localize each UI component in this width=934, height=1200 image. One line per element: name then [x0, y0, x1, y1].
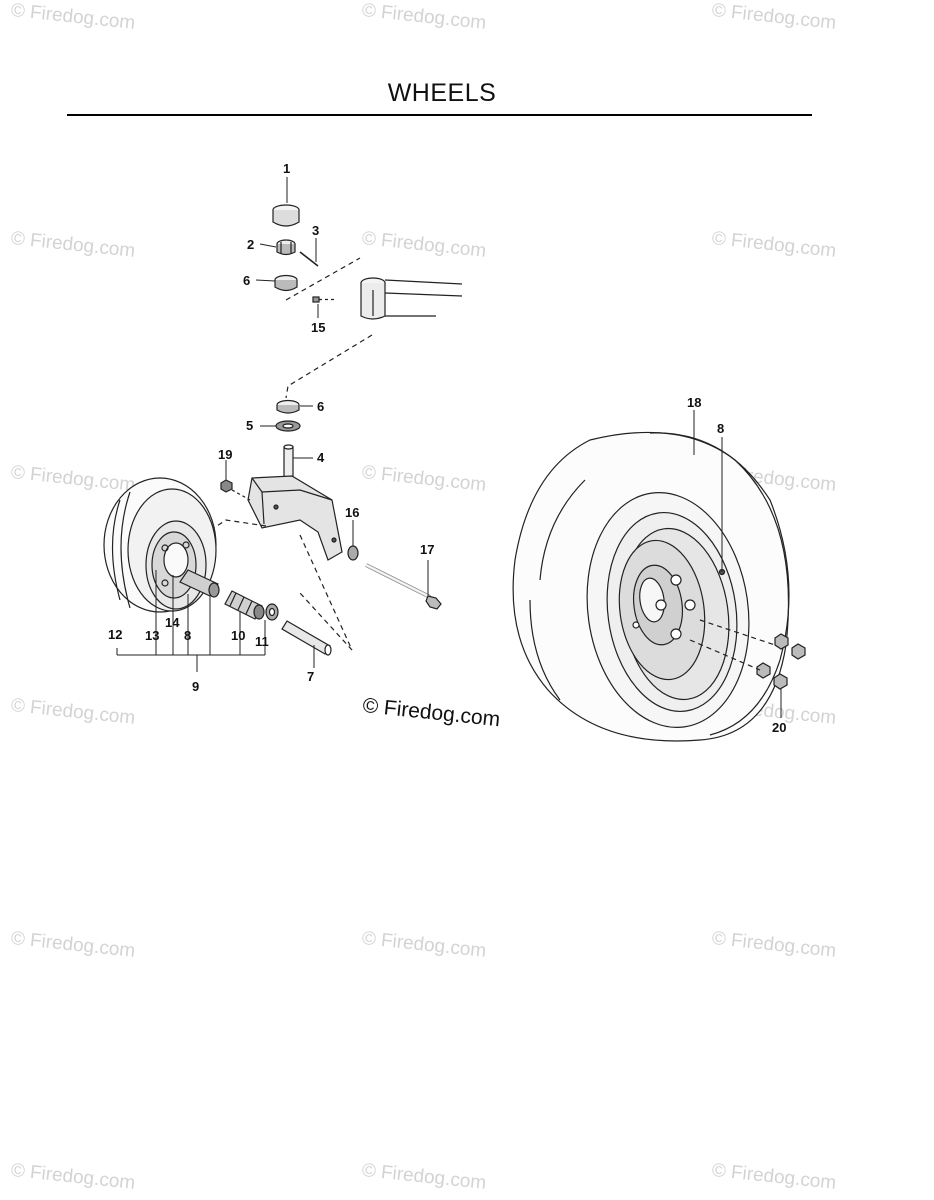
callout-6: 6 [317, 399, 325, 414]
frame-tube-part [360, 277, 463, 320]
lug-nut-part [756, 633, 806, 690]
callout-10: 10 [231, 628, 246, 643]
assembly-line [187, 519, 267, 546]
callout-15: 15 [311, 320, 326, 335]
grease-fitting-part [312, 296, 336, 303]
callout-9: 9 [192, 679, 200, 694]
callout-11: 11 [255, 634, 269, 649]
callout-16: 16 [345, 505, 360, 520]
bolt-part [365, 563, 442, 610]
castle-nut-part [276, 239, 296, 256]
bearing-part [274, 274, 298, 292]
washer-part [347, 545, 359, 561]
callout-13: 13 [145, 628, 160, 643]
cotter-pin-part [299, 251, 319, 267]
lock-nut-part [220, 479, 233, 493]
assembly-line [285, 334, 373, 399]
caster-fork-part [247, 475, 343, 561]
callout-5: 5 [246, 418, 254, 433]
callout-18: 18 [687, 395, 702, 410]
seal-part [275, 420, 301, 432]
callout-19: 19 [218, 447, 233, 462]
roller-bearing-part [224, 590, 265, 620]
callout-2: 2 [247, 237, 255, 252]
title-divider [67, 114, 812, 116]
callout-8: 8 [184, 628, 192, 643]
callout-17: 17 [420, 542, 435, 557]
assembly-line [299, 534, 353, 651]
bearing-part [276, 399, 300, 414]
callout-14: 14 [165, 615, 180, 630]
callout-8: 8 [717, 421, 725, 436]
assembly-line [699, 619, 776, 646]
callout-1: 1 [283, 161, 291, 176]
callout-20: 20 [772, 720, 787, 735]
callout-4: 4 [317, 450, 325, 465]
callout-6: 6 [243, 273, 251, 288]
callout-12: 12 [108, 627, 123, 642]
small-wheel-part [103, 477, 217, 613]
callout-7: 7 [307, 669, 315, 684]
dust-cap-part [272, 204, 300, 227]
spacer-tube-part [281, 620, 332, 656]
callout-3: 3 [312, 223, 320, 238]
page-title: WHEELS [387, 79, 497, 107]
fork-spindle-part [283, 444, 294, 480]
assembly-line [689, 639, 761, 671]
large-wheel-part [512, 431, 790, 742]
